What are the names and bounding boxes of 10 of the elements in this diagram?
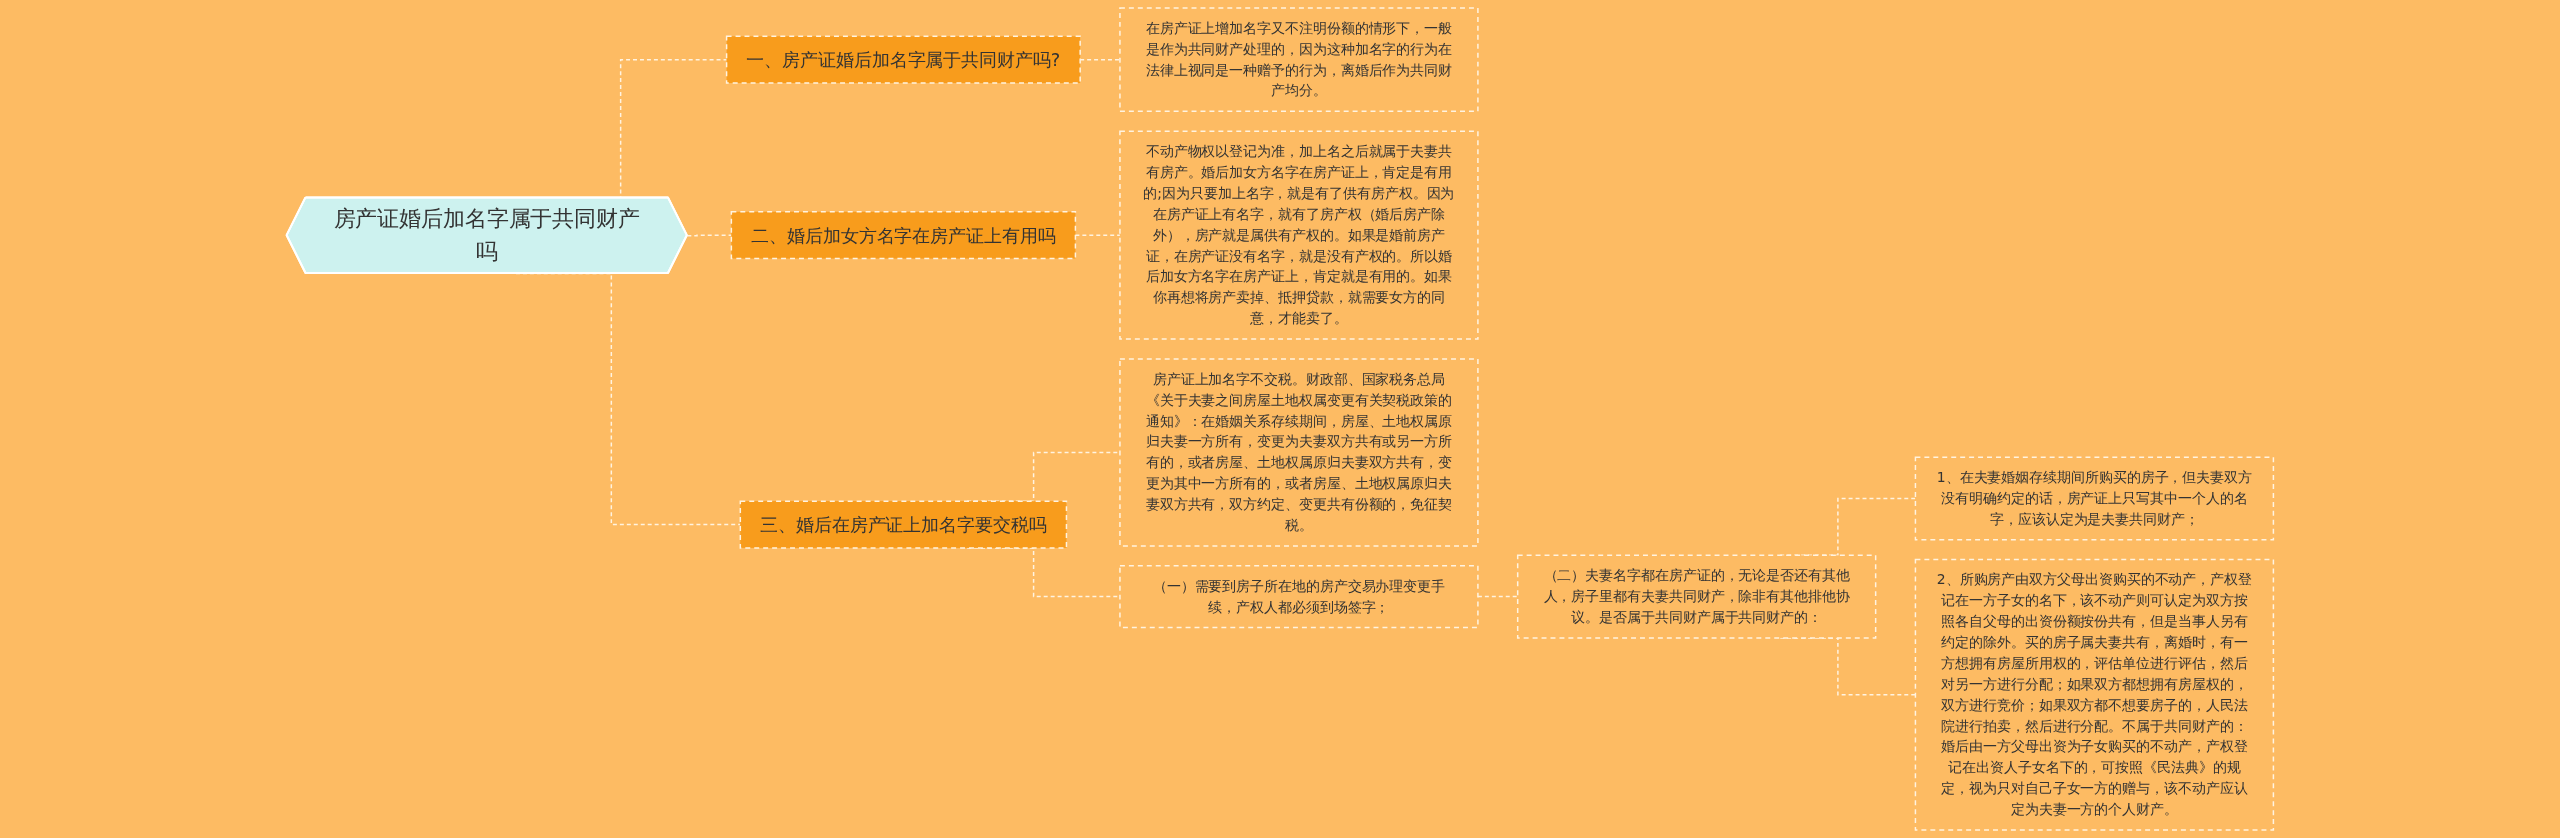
node-box: 一、房产证婚后加名字属于共同财产吗? xyxy=(725,35,1081,84)
node-box: 不动产物权以登记为准，加上名之后就属于夫妻共有房产。婚后加女方名字在房产证上，肯定是有用的;因为只要加上名字，就是有了供有房产权。因为在房产证上有名字，就有了房产权（婚后房产除外），房产就是属供有产权的。如果是婚前房产证，在房产证没有名字，就是没有产权的。所以婚后加女方名字在房产证上，肯定就是有用的。如果你再想将房产卖掉、抵押贷款，就需要女方的同意，才能卖了。 xyxy=(1119,130,1479,340)
node-box: 1、在夫妻婚姻存续期间所购买的房子，但夫妻双方没有明确约定的话，房产证上只写其中一个人的名字，应该认定为是夫妻共同财产； xyxy=(1914,456,2275,541)
node-box: 2、所购房产由双方父母出资购买的不动产，产权登记在一方子女的名下，该不动产则可认定为双方按照各自父母的出资份额按份共有，但是当事人另有约定的除外。买的房子属夫妻共有，离婚时，有一方想拥有房屋所用权的，评估单位进行评估，然后对另一方进行分配；如果双方都想拥有房屋权的，双方进行竞价；如果双方都不想要房子的，人民法院进行拍卖，然后进行分配。不属于共同财产的：婚后由一方父母出资为子女购买的不动产，产权登记在出资人子女名下的，可按照《民法典》的规定，视为只对自己子女一方的赠与，该不动产应认定为夫妻一方的个人财产。 xyxy=(1914,558,2275,831)
node-box: （一）需要到房子所在地的房产交易办理变更手续，产权人都必须到场签字； xyxy=(1119,565,1479,629)
node-box: 在房产证上增加名字又不注明份额的情形下，一般是作为共同财产处理的，因为这种加名字的行为在法律上视同是一种赠予的行为，离婚后作为共同财产均分。 xyxy=(1119,7,1479,113)
node-box: 二、婚后加女方名字在房产证上有用吗 xyxy=(730,211,1077,260)
node-box: 三、婚后在房产证上加名字要交税吗 xyxy=(739,500,1068,549)
node-box: （二）夫妻名字都在房产证的，无论是否还有其他人，房子里都有夫妻共同财产，除非有其他排他协议。是否属于共同财产属于共同财产的： xyxy=(1516,554,1877,639)
node-box: 房产证上加名字不交税。财政部、国家税务总局《关于夫妻之间房屋土地权属变更有关契税政策的通知》：在婚姻关系存续期间，房屋、土地权属原归夫妻一方所有，变更为夫妻双方共有或另一方所有的，或者房屋、土地权属原归夫妻双方共有，变更为其中一方所有的，或者房屋、土地权属原归夫妻双方共有，双方约定、变更共有份额的，免征契税。 xyxy=(1119,358,1479,547)
